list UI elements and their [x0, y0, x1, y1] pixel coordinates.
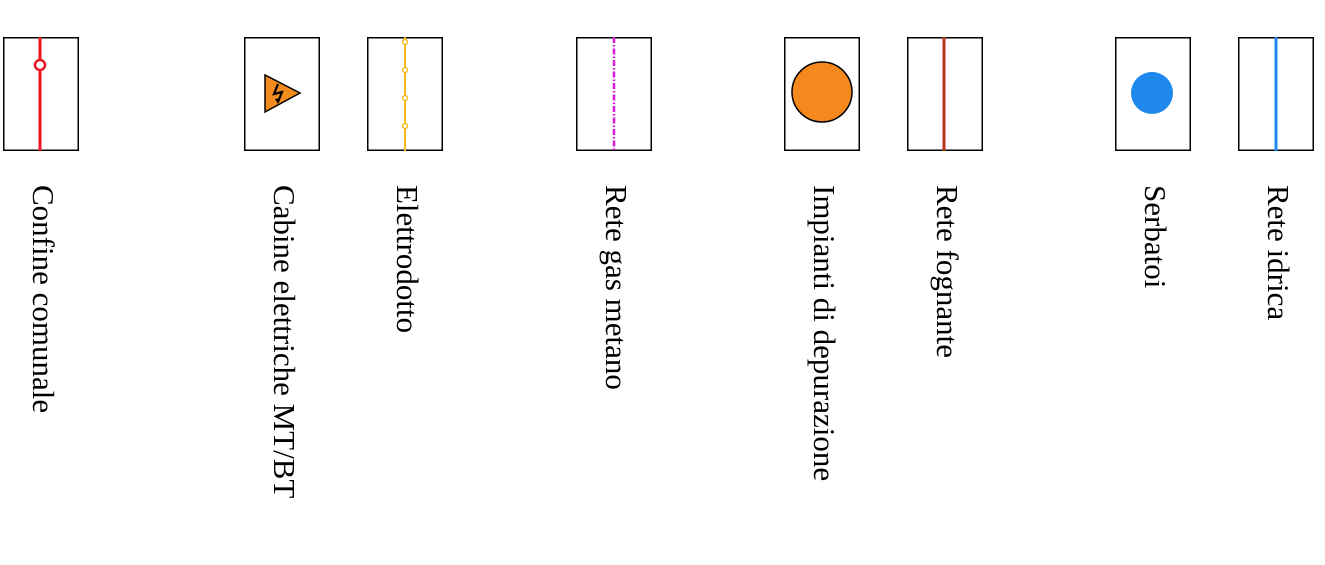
legend-label: Rete gas metano	[599, 185, 634, 390]
legend-item-rete-gas-metano: Rete gas metano	[573, 0, 653, 565]
elettrodotto-symbol	[367, 37, 443, 151]
legend-label: Cabine elettriche MT/BT	[267, 185, 302, 499]
legend-label: Rete fognante	[930, 185, 965, 359]
rete-fognante-symbol	[907, 37, 983, 151]
legend-item-rete-idrica: Rete idrica	[1235, 0, 1315, 565]
legend-label: Confine comunale	[26, 185, 61, 414]
legend-item-rete-fognante: Rete fognante	[904, 0, 984, 565]
legend-label: Elettrodotto	[390, 185, 425, 334]
electric-cabin-icon	[244, 37, 320, 151]
legend-label: Serbatoi	[1138, 185, 1173, 289]
legend-item-cabine-elettriche: Cabine elettriche MT/BT	[241, 0, 321, 565]
rete-idrica-symbol	[1238, 37, 1314, 151]
rete-gas-metano-symbol	[576, 37, 652, 151]
serbatoi-symbol	[1115, 37, 1191, 151]
legend-label: Impianti di depurazione	[807, 185, 842, 482]
legend-item-serbatoi: Serbatoi	[1112, 0, 1192, 565]
legend-item-impianti-depurazione: Impianti di depurazione	[781, 0, 861, 565]
legend-item-elettrodotto: Elettrodotto	[364, 0, 444, 565]
legend-label: Rete idrica	[1261, 185, 1296, 321]
confine-comunale-symbol	[3, 37, 79, 151]
impianti-depurazione-symbol	[784, 37, 860, 151]
legend-item-confine-comunale: Confine comunale	[0, 0, 80, 565]
